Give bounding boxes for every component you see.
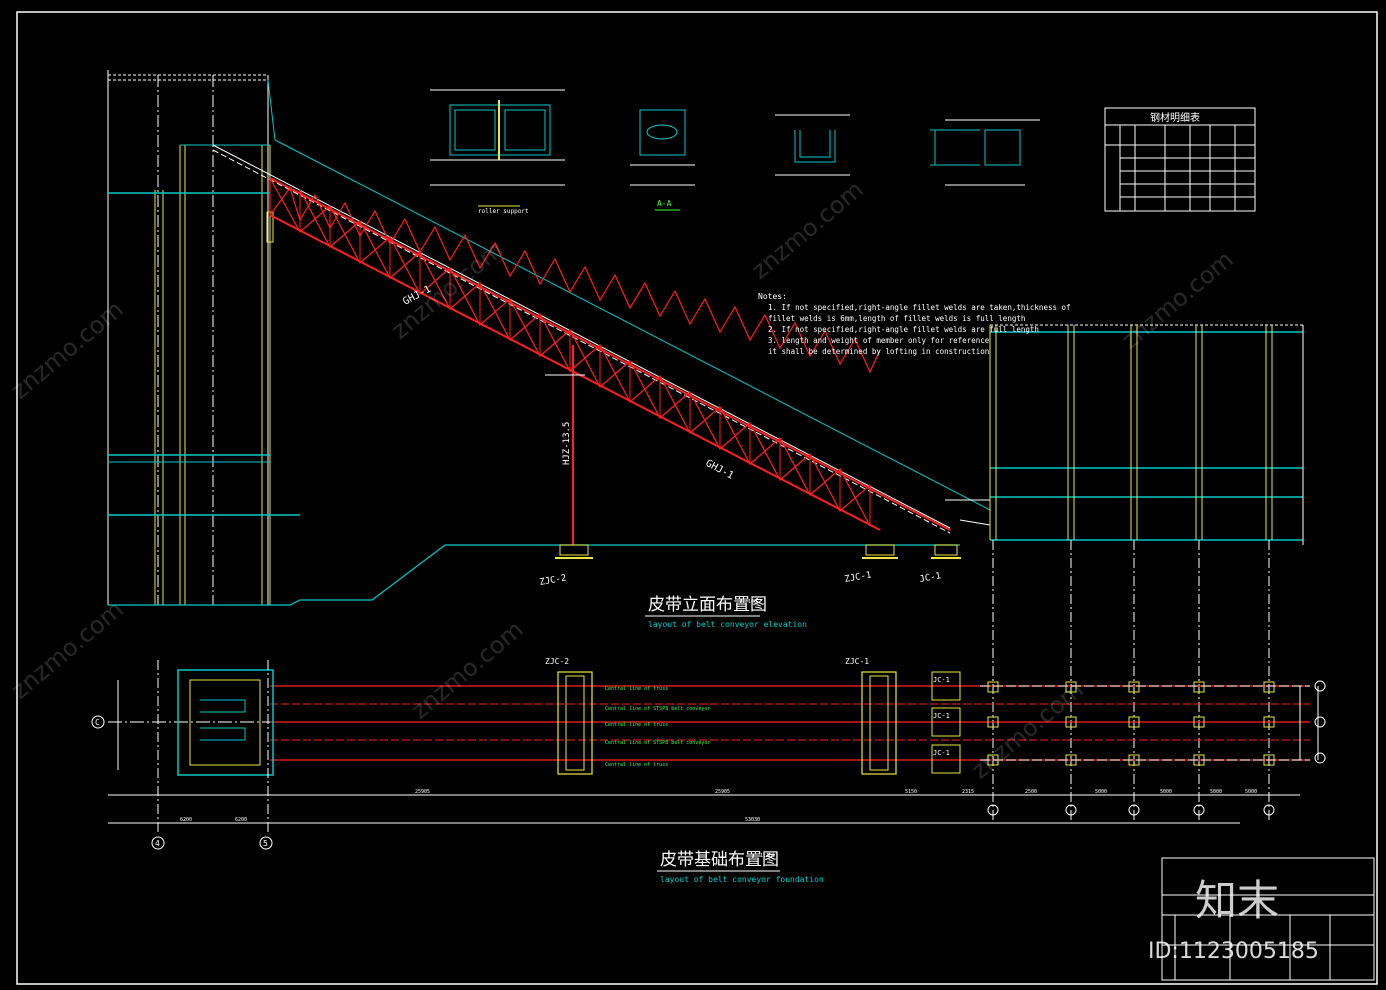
notes-line: 1. If not specified,right-angle fillet w… (768, 303, 1071, 312)
plan-foundation-labels: ZJC-2 ZJC-1 JC-1 JC-1 JC-1 (545, 657, 950, 757)
axis-label: 4 (155, 839, 160, 848)
ground-line (108, 544, 960, 606)
elev-foundation-label: ZJC-2 (539, 573, 567, 588)
steel-table: 钢材明细表 (1104, 107, 1256, 212)
line-note: Central line of truss (605, 686, 668, 692)
brand-logo: 知末 (1195, 876, 1279, 925)
axis-label: C (95, 718, 100, 727)
dimension-text: 5000 (1095, 789, 1107, 795)
notes-line: 2. If not specified,right-angle fillet w… (768, 325, 1039, 334)
dimension-text: 5000 (1245, 789, 1257, 795)
dimension-text: 25905 (715, 789, 730, 795)
support-label: roller support (478, 208, 529, 215)
elevation-foundation-labels: ZJC-2 ZJC-1 JC-1 (539, 570, 942, 588)
column-label: HJZ-13.5 (562, 422, 572, 465)
elevation-scale: 1:100 (742, 599, 757, 605)
watermarks: znzmo.com znzmo.com znzmo.com znzmo.com … (6, 175, 1239, 784)
elevation-title-cn: 皮带立面布置图 (648, 595, 767, 615)
line-note: Central line of truss (605, 762, 668, 768)
plan-line-notes: Central line of truss Central line of ST… (605, 686, 710, 768)
plan-title-en: layout of belt conveyor foundation (660, 875, 824, 884)
plan-view (108, 660, 1319, 835)
line-note: Central line of truss (605, 722, 668, 728)
image-id: ID:1123005185 (1148, 939, 1319, 964)
dimension-text: 6200 (180, 817, 192, 823)
plan-foundation-label: ZJC-1 (845, 657, 869, 666)
table-title: 钢材明细表 (1150, 111, 1200, 124)
watermark-text: znzmo.com (6, 595, 129, 704)
elev-foundation-label: JC-1 (919, 571, 942, 585)
watermark-text: znzmo.com (6, 295, 129, 404)
dimension-text: 53030 (745, 817, 760, 823)
title-block (1161, 857, 1375, 981)
plan-foundation-label: JC-1 (933, 676, 950, 684)
plan-foundation-label: JC-1 (933, 749, 950, 757)
dimension-text: 6200 (235, 817, 247, 823)
dimension-text: 5000 (1160, 789, 1172, 795)
elevation-title: 皮带立面布置图 1:100 layout of belt conveyor el… (645, 595, 807, 629)
dimension-text: 5000 (1210, 789, 1222, 795)
watermark-text: znzmo.com (966, 675, 1089, 784)
plan-scale: 1:100 (760, 853, 775, 859)
dimension-text: 25905 (415, 789, 430, 795)
dimension-text: 2315 (962, 789, 974, 795)
detail-section-aa: A-A (630, 109, 695, 211)
dimension-text: 5150 (905, 789, 917, 795)
plan-title-cn: 皮带基础布置图 (660, 850, 779, 870)
axis-label: 5 (263, 839, 268, 848)
watermark-text: znzmo.com (406, 615, 529, 724)
watermark-text: znzmo.com (1116, 245, 1239, 354)
line-note: Central line of STSP8 belt conveyor (605, 706, 710, 712)
brand-stamp: 知末 ID:1123005185 (1148, 876, 1319, 964)
sheet-border (16, 11, 1378, 985)
notes-line: 3. length and weight of member only for … (768, 336, 990, 345)
line-note: Central line of STSP8 belt conveyor (605, 740, 710, 746)
right-building (945, 324, 1304, 820)
plan-foundation-label: JC-1 (933, 712, 950, 720)
dimension-text: 2500 (1025, 789, 1037, 795)
notes-block: Notes: 1. If not specified,right-angle f… (758, 292, 1071, 356)
detail-plate (930, 119, 1040, 186)
detail-channel (775, 114, 850, 176)
left-building (107, 70, 300, 605)
notes-line: fillet welds is 6mm,length of fillet wel… (768, 314, 1025, 323)
axis-bubbles: 4 5 C (91, 680, 1326, 850)
elevation-title-en: layout of belt conveyor elevation (648, 620, 807, 629)
truss-label-2: GHJ-1 (704, 458, 736, 482)
detail-roller-support: roller support (430, 89, 565, 215)
plan-dimensions: 25905 25905 5150 2315 2500 5000 5000 500… (180, 789, 1257, 823)
plan-foundation-label: ZJC-2 (545, 657, 569, 666)
elev-foundation-label: ZJC-1 (844, 570, 872, 585)
notes-heading: Notes: (758, 292, 787, 301)
watermark-text: znzmo.com (746, 175, 869, 284)
support-column: HJZ-13.5 (545, 345, 961, 559)
section-title: A-A (657, 199, 672, 208)
notes-line: it shall be determined by lofting in con… (768, 347, 989, 356)
plan-title: 皮带基础布置图 1:100 layout of belt conveyor fo… (657, 850, 824, 884)
